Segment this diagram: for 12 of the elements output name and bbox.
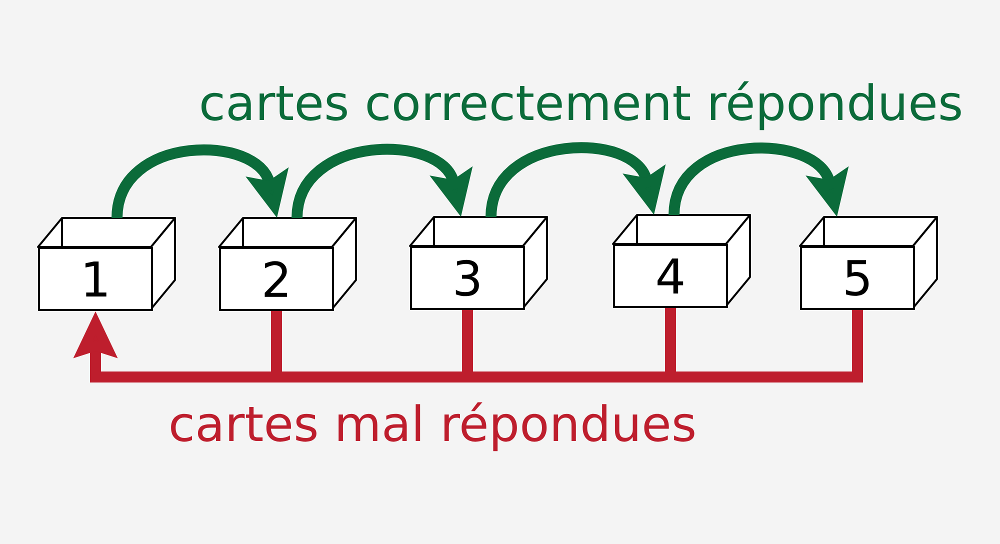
open-box: 4: [612, 214, 751, 308]
arrow-label: cartes correctement répondues: [202, 81, 961, 130]
branch-line: [462, 310, 473, 372]
open-box: 3: [409, 216, 548, 310]
open-box: 5: [799, 216, 938, 310]
elbow-arrow: [73, 310, 864, 382]
open-box: 2: [218, 217, 357, 311]
curved-arrow: [112, 144, 289, 219]
branch-line: [271, 311, 282, 372]
arrow-label: cartes mal répondues: [171, 402, 694, 452]
open-box: 1: [37, 217, 176, 311]
branch-line: [665, 308, 676, 372]
